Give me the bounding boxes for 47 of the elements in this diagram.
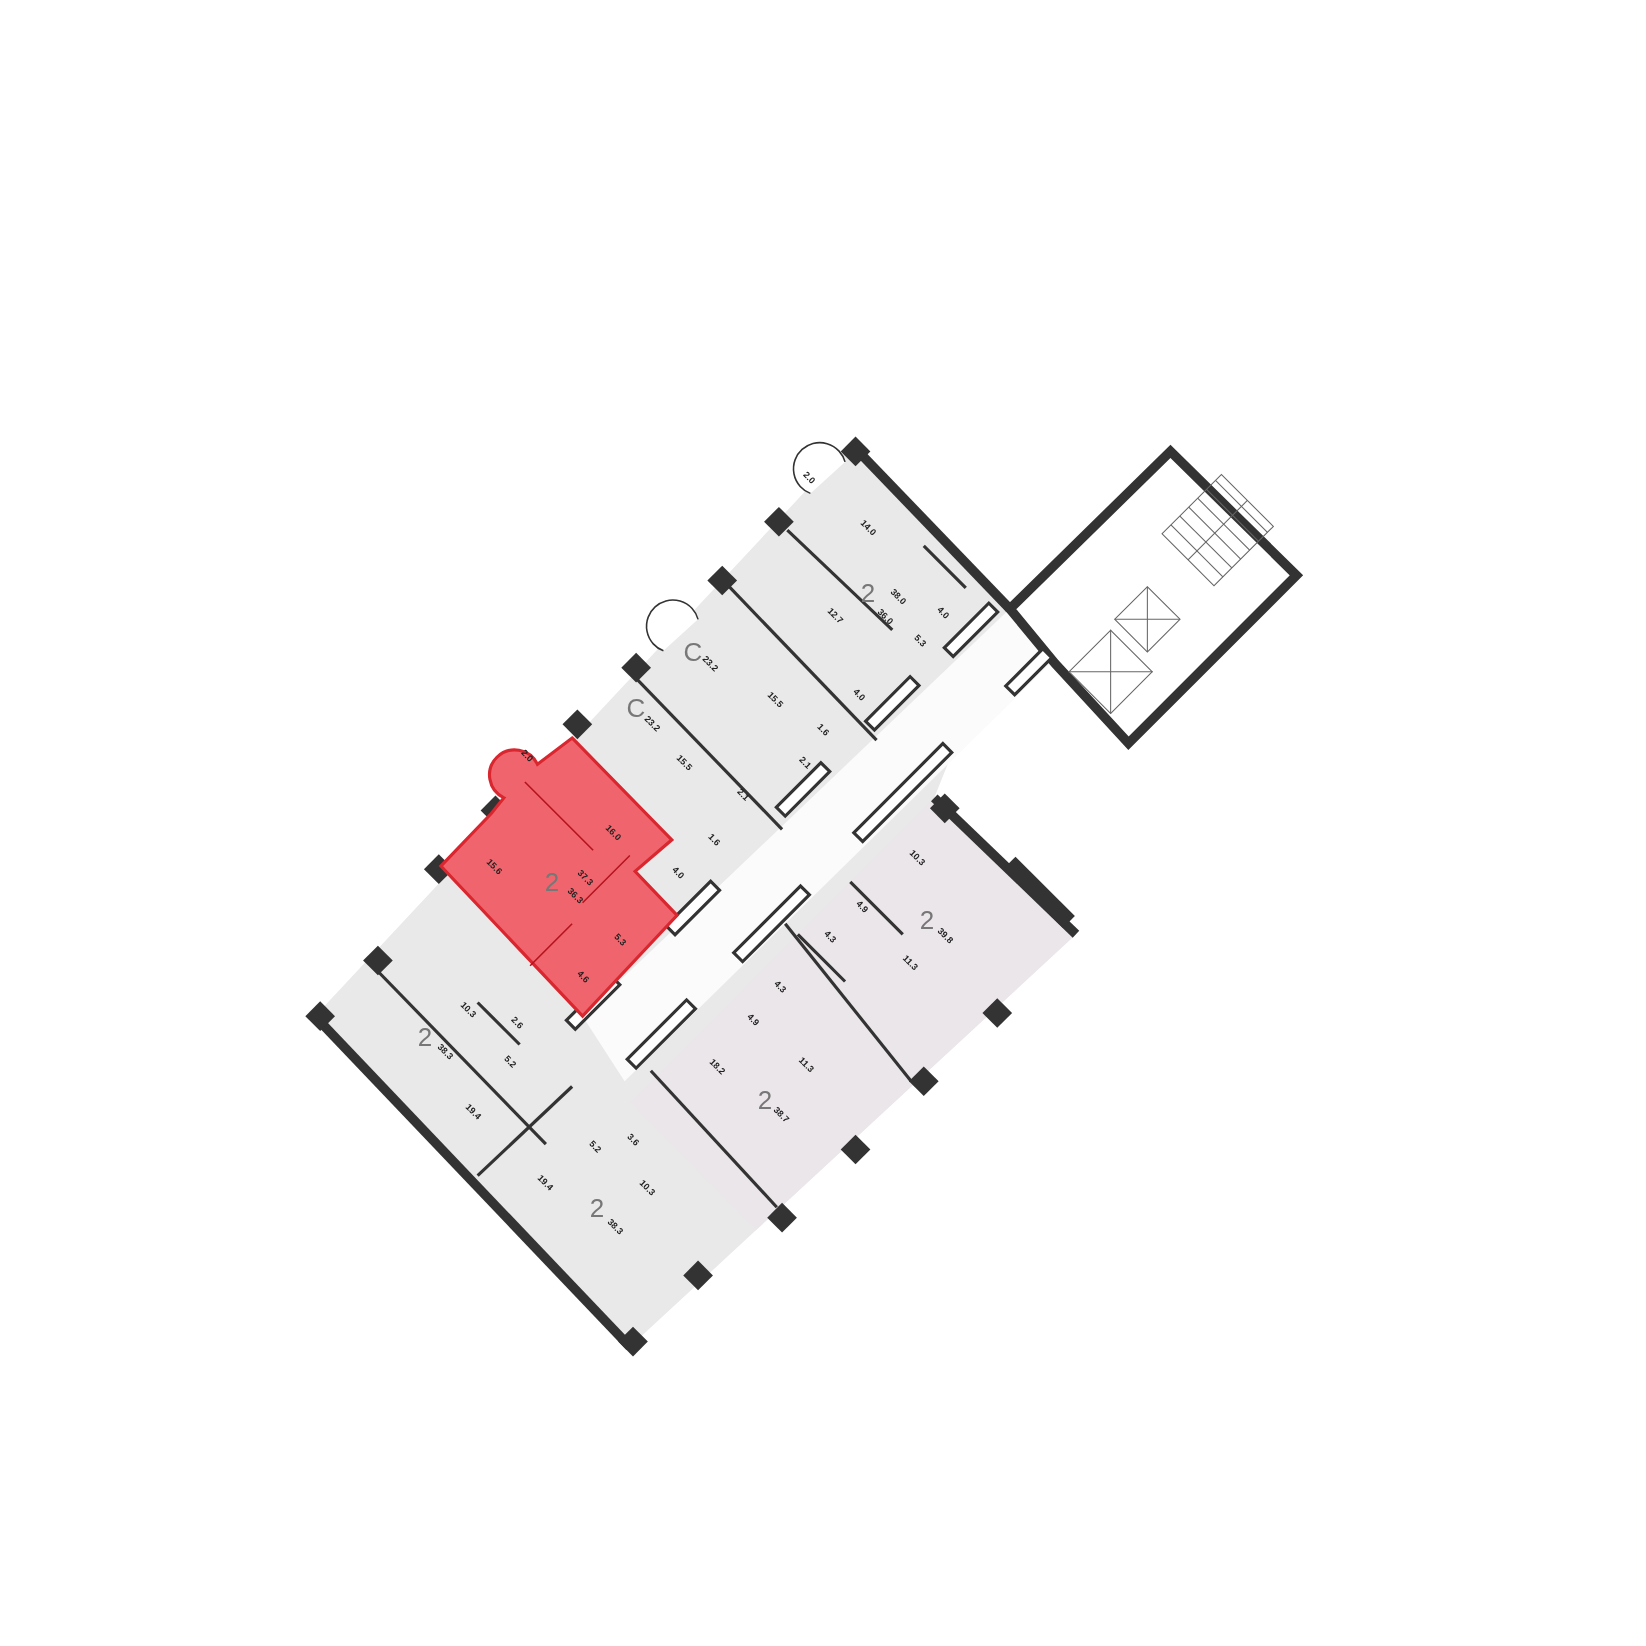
room-area: 4.9 xyxy=(745,1012,761,1028)
room-count: 2 xyxy=(860,580,876,606)
room-area: 10.3 xyxy=(907,848,927,868)
room-area: 12.7 xyxy=(825,606,845,626)
room-area: 10.3 xyxy=(637,1178,657,1198)
room-area: 2.6 xyxy=(509,1015,525,1031)
room-area: 4.0 xyxy=(670,865,686,881)
apartment-area: 37.3 xyxy=(575,868,595,888)
apartment-area: 38.7 xyxy=(771,1105,791,1125)
room-area: 10.3 xyxy=(458,1000,478,1020)
room-area: 4.6 xyxy=(575,969,591,985)
room-area: 19.4 xyxy=(463,1102,483,1122)
room-area: 5.2 xyxy=(587,1139,603,1155)
room-area: 15.5 xyxy=(674,753,694,773)
room-area: 11.3 xyxy=(796,1055,816,1075)
room-area: 15.6 xyxy=(484,857,504,877)
room-count: 2 xyxy=(544,869,560,895)
room-area: 4.3 xyxy=(772,979,788,995)
room-count: C xyxy=(683,639,703,665)
room-area: 14.0 xyxy=(858,518,878,538)
room-area: 2.0 xyxy=(801,470,817,486)
apartment-area: 38.0 xyxy=(888,587,908,607)
room-count: 2 xyxy=(417,1024,433,1050)
room-count: 2 xyxy=(919,907,935,933)
room-area: 5.3 xyxy=(612,932,628,948)
room-area: 15.5 xyxy=(765,690,785,710)
apartment-area: 36.0 xyxy=(875,607,895,627)
room-area: 5.3 xyxy=(912,633,928,649)
apartment-area: 36.3 xyxy=(565,886,585,906)
room-area: 11.3 xyxy=(900,953,920,973)
room-area: 1.6 xyxy=(815,722,831,738)
room-area: 4.3 xyxy=(822,929,838,945)
room-area: 16.0 xyxy=(603,823,623,843)
room-area: 2.1 xyxy=(735,787,751,803)
room-count: 2 xyxy=(589,1195,605,1221)
apartment-area: 38.3 xyxy=(435,1042,455,1062)
room-area: 3.6 xyxy=(625,1132,641,1148)
room-area: 5.2 xyxy=(502,1054,518,1070)
room-area: 2.1 xyxy=(797,755,813,771)
room-area: 19.4 xyxy=(535,1173,555,1193)
room-area: 1.6 xyxy=(706,832,722,848)
room-area: 4.0 xyxy=(851,687,867,703)
room-area: 4.0 xyxy=(935,605,951,621)
room-count: 2 xyxy=(757,1087,773,1113)
apartment-area: 38.3 xyxy=(605,1217,625,1237)
room-area: 2.0 xyxy=(519,748,535,764)
room-area: 4.9 xyxy=(854,899,870,915)
